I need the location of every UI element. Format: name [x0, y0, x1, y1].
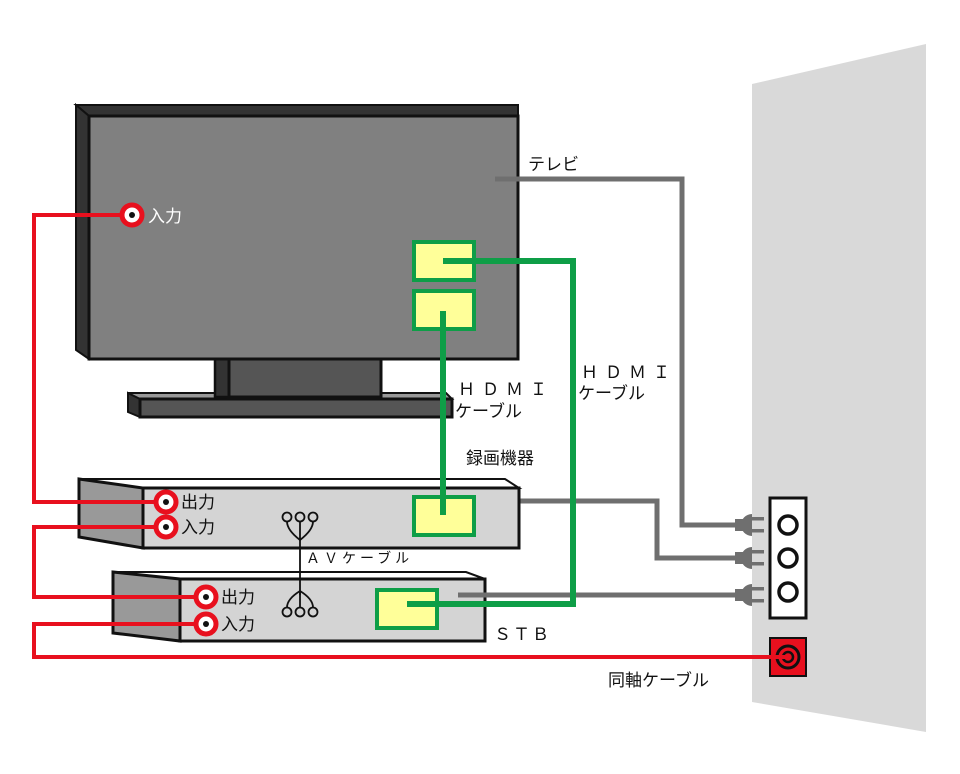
hdmi-cable-right-label-line2: ケーブル [578, 383, 645, 404]
outlet-socket-1 [777, 514, 799, 536]
outlet-socket-3 [777, 581, 799, 603]
stb-power-cord [458, 584, 764, 606]
tv-label: テレビ [528, 155, 579, 175]
coax-cables [32, 213, 788, 659]
av-cable [281, 511, 319, 618]
hdmi-cable-right-label-line1: ＨＤＭＩ [581, 363, 677, 383]
wall [752, 44, 926, 732]
stb-input-label: 入力 [221, 615, 255, 635]
coax-cable-label: 同軸ケーブル [608, 670, 709, 691]
stb-output-jack [193, 584, 219, 610]
hdmi-cables [407, 258, 576, 607]
hdmi-cable-tv-stb [407, 258, 576, 607]
hdmi-cable-left-label-line2: ケーブル [455, 401, 522, 422]
recorder-output-jack [153, 489, 179, 515]
av-cable-label: ＡＶケーブル [306, 550, 413, 567]
recorder-output-label: 出力 [181, 493, 215, 513]
outlet-socket-2 [777, 547, 799, 569]
coax-recorder-to-stb [32, 525, 196, 599]
recorder-power-cord [495, 498, 764, 569]
hdmi-cable-left-label-line1: ＨＤＭＩ [458, 380, 554, 400]
stb-output-label: 出力 [221, 588, 255, 608]
stb-hdmi-port [375, 588, 439, 630]
recorder-input-jack [153, 514, 179, 540]
tv-input-jack [119, 202, 145, 228]
av-connector-bottom-icon [281, 589, 319, 618]
av-connector-top-icon [281, 511, 319, 542]
tv-stand [127, 353, 455, 419]
tv-input-label: 入力 [148, 207, 182, 227]
hdmi-ports [375, 240, 476, 630]
rf-jacks [119, 202, 219, 637]
wall-power-outlet [768, 496, 808, 620]
coax-stb-to-wall [32, 622, 788, 659]
recorder-input-label: 入力 [181, 518, 215, 538]
stb-label: ＳＴＢ [494, 625, 551, 645]
stb-input-jack [193, 611, 219, 637]
coax-tv-to-recorder [32, 213, 156, 504]
recorder-label: 録画機器 [466, 449, 534, 469]
tv-power-cord [495, 176, 764, 536]
